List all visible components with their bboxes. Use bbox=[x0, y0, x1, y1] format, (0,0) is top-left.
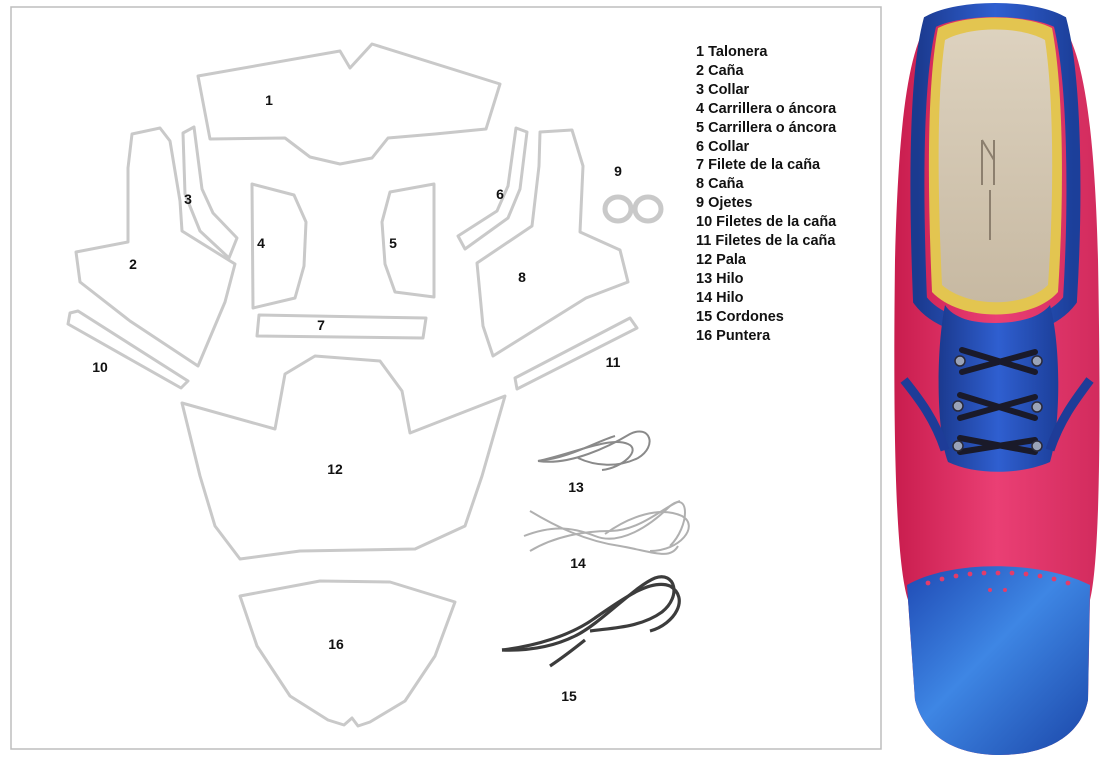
eyelet-right bbox=[635, 197, 661, 221]
piece-label-15: 15 bbox=[561, 688, 577, 704]
legend-item-1: 1 Talonera bbox=[696, 43, 836, 62]
legend-item-13: 13 Hilo bbox=[696, 270, 836, 289]
legend-item-12: 12 Pala bbox=[696, 251, 836, 270]
legend-item-16: 16 Puntera bbox=[696, 327, 836, 346]
piece-7-filete bbox=[257, 315, 426, 338]
shoe-insole bbox=[939, 30, 1053, 303]
legend-item-5: 5 Carrillera o áncora bbox=[696, 119, 836, 138]
shoe-toe-cap bbox=[907, 566, 1090, 755]
piece-label-5: 5 bbox=[389, 235, 397, 251]
piece-label-1: 1 bbox=[265, 92, 273, 108]
piece-label-6: 6 bbox=[496, 186, 504, 202]
legend-item-4: 4 Carrillera o áncora bbox=[696, 100, 836, 119]
piece-label-7: 7 bbox=[317, 317, 325, 333]
piece-label-12: 12 bbox=[327, 461, 343, 477]
legend-item-14: 14 Hilo bbox=[696, 289, 836, 308]
piece-label-14: 14 bbox=[570, 555, 586, 571]
legend-item-3: 3 Collar bbox=[696, 81, 836, 100]
piece-label-11: 11 bbox=[606, 354, 621, 370]
piece-label-2: 2 bbox=[129, 256, 137, 272]
pattern-panel: 1 2 3 4 5 6 7 8 9 10 11 12 13 14 15 16 1… bbox=[10, 6, 882, 750]
shoe-photo bbox=[890, 0, 1101, 758]
shoe-icon bbox=[894, 7, 1099, 755]
legend-item-11: 11 Filetes de la caña bbox=[696, 232, 836, 251]
legend-item-2: 2 Caña bbox=[696, 62, 836, 81]
legend-item-7: 7 Filete de la caña bbox=[696, 156, 836, 175]
piece-label-3: 3 bbox=[184, 191, 192, 207]
legend-item-9: 9 Ojetes bbox=[696, 194, 836, 213]
eyelet-left bbox=[605, 197, 631, 221]
legend: 1 Talonera 2 Caña 3 Collar 4 Carrillera … bbox=[696, 43, 836, 346]
piece-label-4: 4 bbox=[257, 235, 265, 251]
piece-label-16: 16 bbox=[328, 636, 344, 652]
legend-item-15: 15 Cordones bbox=[696, 308, 836, 327]
legend-item-6: 6 Collar bbox=[696, 138, 836, 157]
piece-label-9: 9 bbox=[614, 163, 622, 179]
piece-label-8: 8 bbox=[518, 269, 526, 285]
piece-label-10: 10 bbox=[92, 359, 108, 375]
piece-label-13: 13 bbox=[568, 479, 584, 495]
legend-item-10: 10 Filetes de la caña bbox=[696, 213, 836, 232]
legend-item-8: 8 Caña bbox=[696, 175, 836, 194]
